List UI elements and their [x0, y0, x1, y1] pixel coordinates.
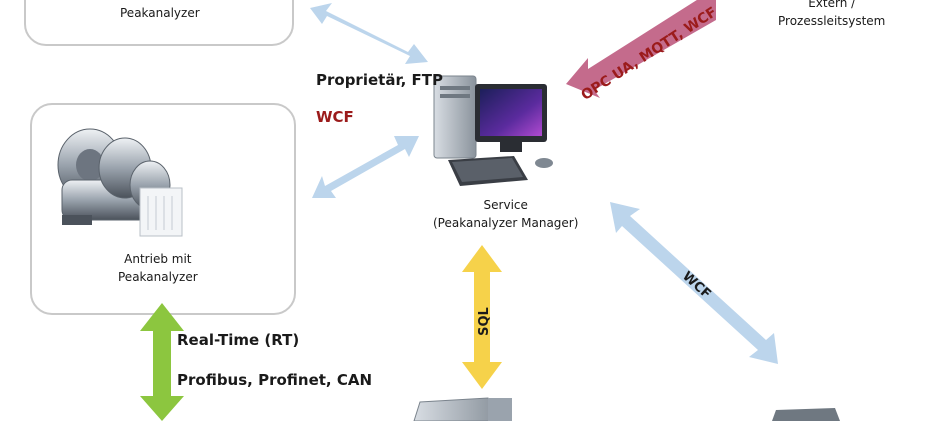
drive-label-line1: Antrieb mit: [124, 252, 192, 266]
arrow-wcf-diagonal: [610, 202, 778, 364]
top-left-device-label: Peakanalyzer: [120, 6, 200, 20]
computer-icon: [433, 75, 553, 186]
laptop-icon: [772, 408, 840, 421]
service-label: Service (Peakanalyzer Manager): [433, 196, 578, 232]
label-realtime: Real-Time (RT): [177, 331, 300, 349]
label-sql: SQL: [476, 307, 492, 336]
label-proprietary: Proprietär, FTP: [316, 71, 444, 89]
top-left-device-box: [24, 0, 294, 46]
drive-label-line2: Peakanalyzer: [118, 270, 198, 284]
arrow-sql: [462, 245, 502, 389]
arrow-realtime: [140, 303, 184, 421]
service-label-line2: (Peakanalyzer Manager): [433, 216, 579, 230]
server-icon: [413, 397, 512, 421]
external-label-line1: Extern /: [808, 0, 856, 10]
arrow-mid-left: [312, 136, 419, 198]
label-wcf-red: WCF: [316, 108, 354, 126]
gear-drive-icon: [57, 128, 183, 237]
arrow-opc: [566, 0, 716, 98]
arrow-top-left: [310, 3, 428, 64]
external-label: Extern / Prozessleitsystem: [778, 0, 885, 30]
drive-label: Antrieb mit Peakanalyzer: [118, 250, 198, 286]
label-fieldbus: Profibus, Profinet, CAN: [177, 371, 373, 389]
external-label-line2: Prozessleitsystem: [778, 14, 886, 28]
service-label-line1: Service: [483, 198, 528, 212]
